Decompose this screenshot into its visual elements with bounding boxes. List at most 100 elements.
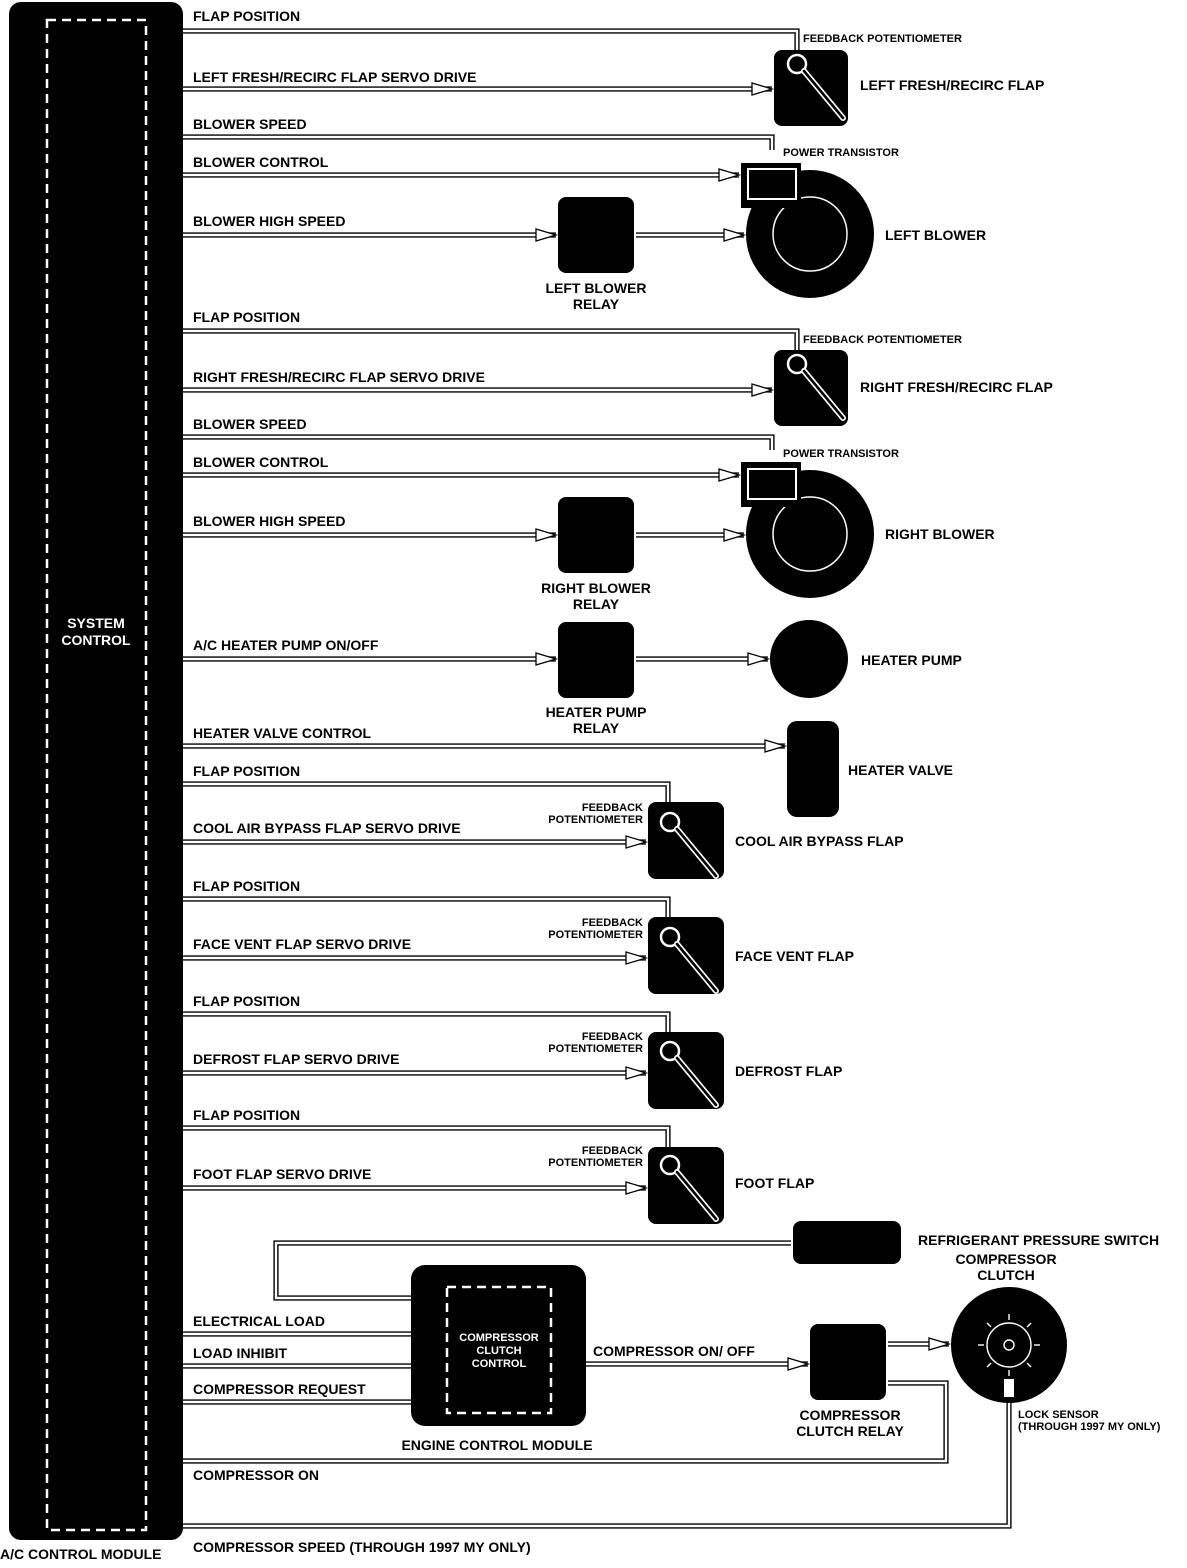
lock-sensor xyxy=(1002,1377,1016,1399)
right-flap-label: RIGHT FRESH/RECIRC FLAP xyxy=(860,379,1053,395)
label-heater-pump-onoff: A/C HEATER PUMP ON/OFF xyxy=(193,637,379,653)
wire-outline xyxy=(148,134,775,150)
right-blower-relay-label-2: RELAY xyxy=(573,596,620,612)
left-blower-relay xyxy=(558,197,634,273)
left-blower-label: LEFT BLOWER xyxy=(885,227,986,243)
heater-valve-label: HEATER VALVE xyxy=(848,762,953,778)
feedback-label-3b: POTENTIOMETER xyxy=(548,814,643,826)
left-flap-label: LEFT FRESH/RECIRC FLAP xyxy=(860,77,1044,93)
feedback-label-3: FEEDBACK xyxy=(582,802,643,814)
ccc-label-3: CONTROL xyxy=(472,1358,527,1370)
arrowhead xyxy=(764,739,788,753)
right-blower-relay-label: RIGHT BLOWER xyxy=(541,580,651,596)
wire-core xyxy=(148,897,670,925)
heater-pump-relay xyxy=(558,622,634,698)
wire-outline xyxy=(148,328,800,360)
system-control-block xyxy=(45,18,148,1532)
label-left-servo-drive: LEFT FRESH/RECIRC FLAP SERVO DRIVE xyxy=(193,69,476,85)
feedback-label-6: FEEDBACK xyxy=(582,1145,643,1157)
wire-core xyxy=(148,329,799,360)
feedback-potentiometer-label-1: FEEDBACK POTENTIOMETER xyxy=(803,33,962,45)
label-cool-air-servo-drive: COOL AIR BYPASS FLAP SERVO DRIVE xyxy=(193,820,461,836)
right-blower-label: RIGHT BLOWER xyxy=(885,526,995,542)
label-flap-position-6: FLAP POSITION xyxy=(193,1107,300,1123)
wire-core xyxy=(148,135,774,150)
feedback-label-5b: POTENTIOMETER xyxy=(548,1043,643,1055)
ccc-label: COMPRESSOR xyxy=(459,1332,539,1344)
label-blower-speed-1: BLOWER SPEED xyxy=(193,116,307,132)
arrowhead xyxy=(723,528,747,542)
left-blower-relay-label: LEFT BLOWER xyxy=(545,280,646,296)
label-heater-valve-control: HEATER VALVE CONTROL xyxy=(193,725,372,741)
feedback-potentiometer-label-2: FEEDBACK POTENTIOMETER xyxy=(803,334,962,346)
compressor-clutch xyxy=(951,1287,1067,1403)
arrowhead xyxy=(718,468,742,482)
power-transistor-1-inner xyxy=(747,168,797,200)
label-flap-position-2: FLAP POSITION xyxy=(193,309,300,325)
wire-core xyxy=(148,1012,670,1040)
wire-core xyxy=(274,1241,791,1300)
label-blower-speed-2: BLOWER SPEED xyxy=(193,416,307,432)
arrowhead xyxy=(535,652,559,666)
cool-air-flap-label: COOL AIR BYPASS FLAP xyxy=(735,833,904,849)
left-blower-relay-label-2: RELAY xyxy=(573,296,620,312)
ecm-label: ENGINE CONTROL MODULE xyxy=(401,1437,592,1453)
compressor-clutch-relay xyxy=(810,1324,886,1400)
left-blower-inner xyxy=(772,196,848,272)
arrowhead xyxy=(625,951,649,965)
compressor-clutch-label: COMPRESSOR xyxy=(955,1251,1056,1267)
arrowhead xyxy=(751,82,775,96)
wire-outline xyxy=(148,28,800,60)
feedback-label-4b: POTENTIOMETER xyxy=(548,929,643,941)
wire-core xyxy=(148,1398,1011,1528)
face-vent-flap-label: FACE VENT FLAP xyxy=(735,948,854,964)
lock-sensor-label-2: (THROUGH 1997 MY ONLY) xyxy=(1018,1421,1161,1433)
power-transistor-label-2: POWER TRANSISTOR xyxy=(783,448,899,460)
compressor-clutch-label-2: CLUTCH xyxy=(977,1267,1035,1283)
heater-pump xyxy=(770,620,848,698)
arrowhead xyxy=(625,835,649,849)
feedback-label-4: FEEDBACK xyxy=(582,917,643,929)
engine-control-module xyxy=(411,1265,586,1426)
label-compressor-on: COMPRESSOR ON xyxy=(193,1467,319,1483)
system-control-label-2: CONTROL xyxy=(61,632,131,648)
module-label: A/C CONTROL MODULE xyxy=(0,1546,162,1562)
label-right-servo-drive: RIGHT FRESH/RECIRC FLAP SERVO DRIVE xyxy=(193,369,485,385)
foot-flap-label: FOOT FLAP xyxy=(735,1175,814,1191)
label-blower-high-speed-1: BLOWER HIGH SPEED xyxy=(193,213,345,229)
label-electrical-load: ELECTRICAL LOAD xyxy=(193,1313,325,1329)
label-load-inhibit: LOAD INHIBIT xyxy=(193,1345,288,1361)
label-flap-position-4: FLAP POSITION xyxy=(193,878,300,894)
label-flap-position-3: FLAP POSITION xyxy=(193,763,300,779)
heater-pump-label: HEATER PUMP xyxy=(861,652,962,668)
wire-core xyxy=(148,782,670,810)
label-flap-position-1: FLAP POSITION xyxy=(193,8,300,24)
arrowhead xyxy=(535,528,559,542)
arrowhead xyxy=(625,1066,649,1080)
wire-core xyxy=(148,1381,948,1463)
label-compressor-request: COMPRESSOR REQUEST xyxy=(193,1381,366,1397)
power-transistor-label-1: POWER TRANSISTOR xyxy=(783,147,899,159)
label-blower-control-1: BLOWER CONTROL xyxy=(193,154,329,170)
label-defrost-servo-drive: DEFROST FLAP SERVO DRIVE xyxy=(193,1051,399,1067)
ccc-label-2: CLUTCH xyxy=(476,1345,521,1357)
compressor-clutch-control xyxy=(445,1285,553,1415)
arrowhead xyxy=(723,228,747,242)
label-compressor-speed: COMPRESSOR SPEED (THROUGH 1997 MY ONLY) xyxy=(193,1539,531,1555)
power-transistor-2-inner xyxy=(747,468,797,500)
wire-core xyxy=(148,1126,670,1155)
feedback-label-6b: POTENTIOMETER xyxy=(548,1157,643,1169)
defrost-flap-label: DEFROST FLAP xyxy=(735,1063,842,1079)
heater-valve xyxy=(787,721,839,817)
arrowhead xyxy=(747,652,771,666)
ccr-label: COMPRESSOR xyxy=(799,1407,900,1423)
heater-pump-relay-label-2: RELAY xyxy=(573,720,620,736)
lock-sensor-label: LOCK SENSOR xyxy=(1018,1409,1099,1421)
arrowhead xyxy=(535,228,559,242)
arrowhead xyxy=(625,1181,649,1195)
right-blower-inner xyxy=(772,496,848,572)
arrowhead xyxy=(928,1337,952,1351)
feedback-label-5: FEEDBACK xyxy=(582,1031,643,1043)
right-blower-relay xyxy=(558,497,634,573)
